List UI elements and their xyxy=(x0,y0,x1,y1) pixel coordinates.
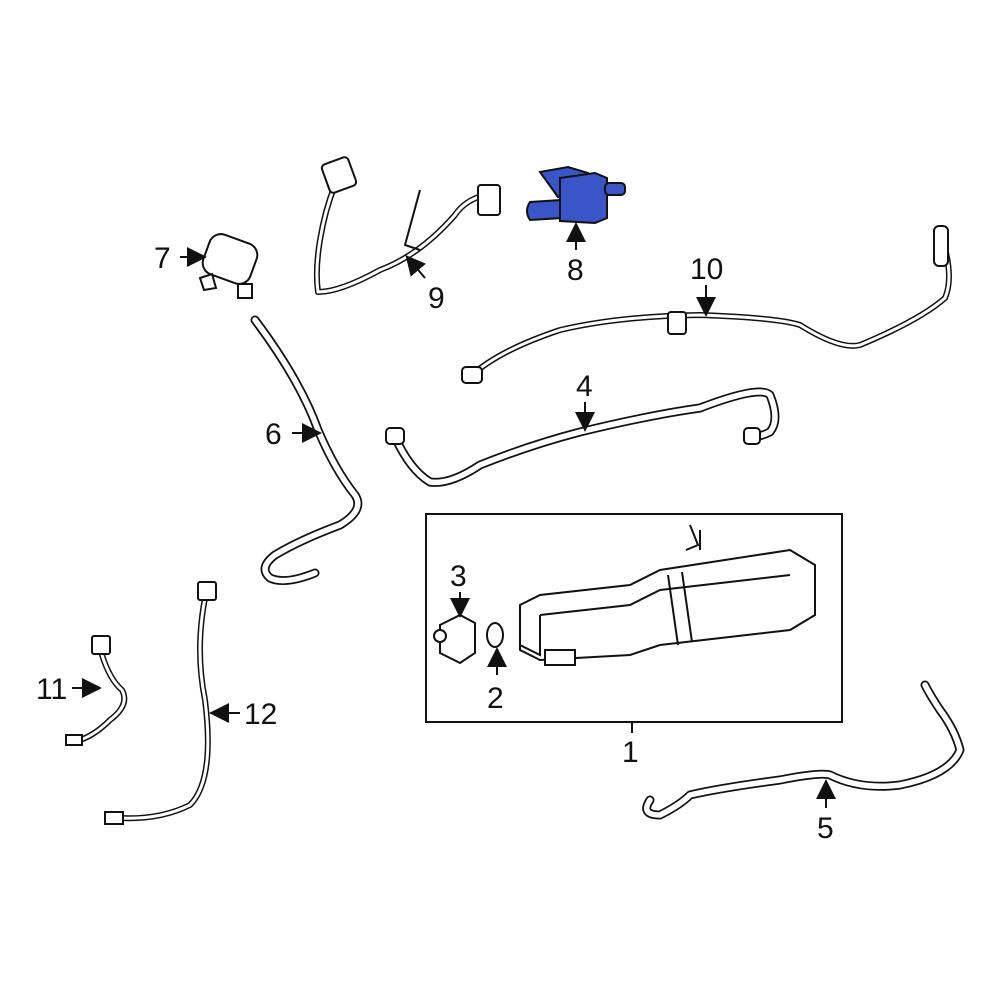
callout-6: 6 xyxy=(265,418,282,451)
hose-part-6[interactable] xyxy=(250,315,363,586)
callout-4: 4 xyxy=(576,370,593,403)
callout-9: 9 xyxy=(428,282,445,315)
leak-detection-pump-part-3[interactable] xyxy=(433,613,476,665)
filter-part-7[interactable] xyxy=(198,231,260,299)
leader-lines xyxy=(72,222,836,808)
callout-8: 8 xyxy=(567,254,584,287)
hose-part-4[interactable] xyxy=(385,387,780,487)
canister-assembly-box xyxy=(425,513,843,723)
wiring-harness-part-9[interactable] xyxy=(313,156,501,295)
oxygen-sensor-part-11[interactable] xyxy=(65,635,128,746)
oxygen-sensor-part-12[interactable] xyxy=(104,581,217,825)
callout-5: 5 xyxy=(817,812,834,845)
callout-10: 10 xyxy=(690,253,723,286)
callout-3: 3 xyxy=(450,560,467,593)
callout-2: 2 xyxy=(487,682,504,715)
o-ring-part-2[interactable] xyxy=(486,622,504,648)
callout-11: 11 xyxy=(36,673,67,706)
purge-valve-part-8[interactable] xyxy=(526,165,626,225)
callout-7: 7 xyxy=(154,242,171,275)
hose-part-10[interactable] xyxy=(461,225,952,384)
vapor-canister-part-1[interactable] xyxy=(519,524,816,666)
hose-part-5[interactable] xyxy=(642,680,965,820)
callout-12: 12 xyxy=(244,698,277,731)
callout-1: 1 xyxy=(622,736,639,769)
